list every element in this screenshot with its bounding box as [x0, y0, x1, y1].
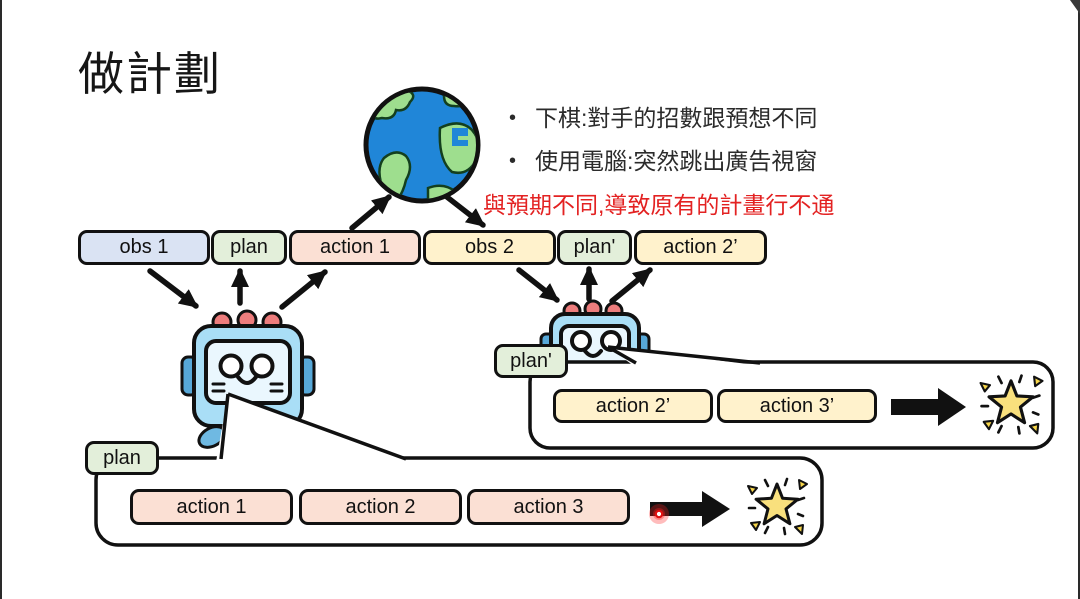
seq-box-obs-1: obs 1	[78, 230, 210, 265]
result-arrow-icon	[891, 388, 966, 426]
seq-box-plan-prime: plan'	[557, 230, 632, 265]
plan-label: plan	[85, 441, 159, 475]
laser-pointer-dot	[649, 504, 669, 524]
frame-border-right	[1078, 0, 1080, 599]
plan-1-action-chip: action 2	[299, 489, 462, 525]
bullet-item: •使用電腦:突然跳出廣告視窗	[509, 148, 818, 174]
plan-1-action-chip: action 1	[130, 489, 293, 525]
earth-globe-icon	[363, 86, 481, 204]
page-title: 做計劃	[78, 48, 222, 100]
plan-2-action-chip: action 2’	[553, 389, 713, 423]
plan-1-action-chip: action 3	[467, 489, 630, 525]
bullet-icon: •	[509, 107, 517, 129]
bullet-icon: •	[509, 150, 517, 172]
bullet-item: •下棋:對手的招數跟預想不同	[509, 105, 818, 131]
seq-box-action-2-prime: action 2’	[634, 230, 767, 265]
seq-box-plan: plan	[211, 230, 287, 265]
flow-arrows	[147, 194, 653, 310]
corner-artifact	[1070, 0, 1080, 14]
result-arrow-icon	[650, 491, 730, 527]
frame-border-left	[0, 0, 2, 599]
plan-prime-label: plan'	[494, 344, 568, 378]
seq-box-action-1: action 1	[289, 230, 421, 265]
seq-box-obs-2: obs 2	[423, 230, 556, 265]
plan-2-action-chip: action 3’	[717, 389, 877, 423]
warning-text: 與預期不同,導致原有的計畫行不通	[483, 192, 835, 218]
